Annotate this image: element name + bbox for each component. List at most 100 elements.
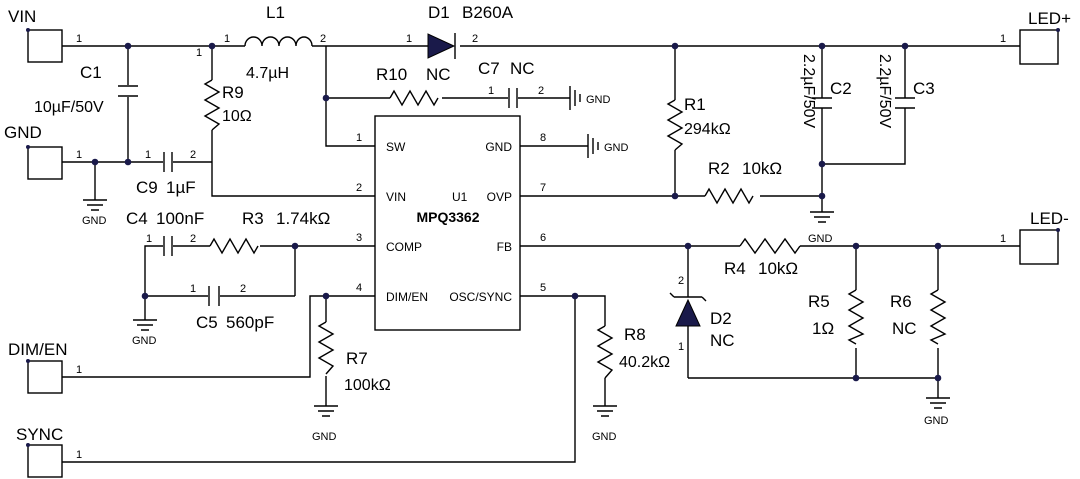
port-led-plus[interactable]: LED+ 1: [1000, 9, 1071, 65]
ic-pin-sw: SW: [386, 140, 406, 154]
svg-text:1: 1: [678, 341, 684, 353]
port-dim-en[interactable]: DIM/EN 1: [8, 340, 82, 394]
svg-text:2: 2: [356, 182, 362, 194]
svg-text:2: 2: [678, 275, 684, 287]
c3-value: 2.2µF/50V: [876, 54, 893, 128]
c3-ref: C3: [913, 79, 935, 98]
svg-text:4: 4: [356, 282, 362, 294]
port-gnd[interactable]: GND 1: [4, 123, 82, 180]
resistor-r6[interactable]: R6 NC: [890, 289, 947, 345]
d1-value: B260A: [462, 3, 514, 22]
ground-symbol-ic-gnd: GND: [587, 134, 629, 158]
c1-value: 10µF/50V: [34, 99, 104, 116]
ground-symbol-c7: GND: [569, 86, 611, 110]
port-led-minus-label: LED-: [1030, 209, 1069, 228]
r3-value: 1.74kΩ: [276, 209, 330, 228]
r7-ref: R7: [346, 349, 368, 368]
diode-d1[interactable]: D1 B260A 1 2: [406, 3, 514, 59]
ic-pin-fb: FB: [497, 240, 512, 254]
c7-ref: C7: [478, 59, 500, 78]
port-sync[interactable]: SYNC 1: [16, 425, 82, 478]
ic-pin-dim-en: DIM/EN: [386, 290, 428, 304]
resistor-r9[interactable]: R9 10Ω 1: [196, 47, 252, 131]
capacitor-c5[interactable]: C5 560pF 1 2: [190, 283, 274, 332]
svg-text:1: 1: [146, 233, 152, 245]
ground-symbol-led-minus: GND: [924, 397, 950, 427]
svg-text:1: 1: [76, 449, 82, 461]
port-led-minus[interactable]: LED- 1: [1000, 209, 1069, 265]
capacitor-c2[interactable]: C2 2.2µF/50V: [800, 54, 852, 128]
svg-text:1: 1: [406, 33, 412, 45]
r10-ref: R10: [376, 65, 407, 84]
r6-ref: R6: [890, 292, 912, 311]
r2-value: 10kΩ: [742, 159, 782, 178]
r3-ref: R3: [242, 209, 264, 228]
r1-ref: R1: [684, 95, 706, 114]
svg-text:1: 1: [224, 33, 230, 45]
ic-pin-gnd: GND: [485, 140, 512, 154]
ground-symbol-r8: GND: [592, 405, 617, 443]
r7-value: 100kΩ: [344, 377, 391, 394]
resistor-r7[interactable]: R7 100kΩ: [317, 321, 391, 394]
svg-text:2: 2: [190, 233, 196, 245]
svg-text:1: 1: [356, 132, 362, 144]
l1-value: 4.7µH: [246, 65, 289, 82]
c5-ref: C5: [196, 313, 218, 332]
svg-text:1: 1: [190, 283, 196, 295]
svg-text:GND: GND: [604, 142, 629, 154]
svg-text:5: 5: [540, 282, 546, 294]
ground-symbol-comp: GND: [132, 319, 157, 347]
port-sync-label: SYNC: [16, 425, 63, 444]
ic-pin-vin: VIN: [386, 190, 406, 204]
resistor-r5[interactable]: R5 1Ω: [808, 289, 865, 345]
c4-ref: C4: [126, 209, 148, 228]
resistor-r4[interactable]: R4 10kΩ: [724, 237, 801, 278]
svg-text:GND: GND: [592, 431, 617, 443]
ic-part-number: MPQ3362: [416, 209, 479, 225]
svg-text:1: 1: [76, 149, 82, 161]
c5-value: 560pF: [226, 313, 274, 332]
r8-value: 40.2kΩ: [619, 354, 670, 371]
d2-ref: D2: [710, 309, 732, 328]
r4-ref: R4: [724, 259, 746, 278]
c2-value: 2.2µF/50V: [800, 54, 817, 128]
ground-symbol-ovp: GND: [808, 211, 834, 245]
resistor-r3[interactable]: R3 1.74kΩ: [209, 209, 330, 255]
svg-text:1: 1: [488, 85, 494, 97]
svg-text:7: 7: [540, 182, 546, 194]
c9-value: 1µF: [166, 178, 196, 197]
port-vin[interactable]: VIN 1: [8, 7, 82, 63]
svg-text:2: 2: [190, 149, 196, 161]
r9-ref: R9: [222, 83, 244, 102]
inductor-l1[interactable]: L1 4.7µH 1 2: [224, 3, 326, 82]
port-led-plus-label: LED+: [1028, 9, 1071, 28]
svg-text:1: 1: [196, 47, 202, 59]
port-vin-label: VIN: [8, 7, 36, 26]
ic-u1[interactable]: SW VIN COMP DIM/EN GND OVP FB OSC/SYNC U…: [356, 115, 546, 331]
svg-text:3: 3: [356, 232, 362, 244]
resistor-r8[interactable]: R8 40.2kΩ: [596, 325, 670, 379]
capacitor-c4[interactable]: C4 100nF 1 2: [126, 209, 204, 256]
ic-ref: U1: [452, 190, 468, 204]
capacitor-c1[interactable]: C1 10µF/50V: [34, 63, 138, 116]
ground-symbol-r7: GND: [312, 405, 338, 443]
ic-pin-osc-sync: OSC/SYNC: [449, 290, 512, 304]
c4-value: 100nF: [156, 209, 204, 228]
resistor-r2[interactable]: R2 10kΩ: [704, 159, 782, 205]
d1-ref: D1: [428, 3, 450, 22]
zener-diode-d2[interactable]: D2 NC 2 1: [669, 275, 735, 353]
svg-text:GND: GND: [924, 415, 949, 427]
capacitor-c3[interactable]: C3 2.2µF/50V: [876, 54, 935, 128]
resistor-r10[interactable]: R10 NC: [376, 65, 451, 107]
capacitor-c7[interactable]: C7 NC 1 2: [478, 59, 544, 108]
svg-text:2: 2: [320, 33, 326, 45]
capacitor-c9[interactable]: C9 1µF 1 2: [136, 149, 196, 197]
port-gnd-label: GND: [4, 123, 42, 142]
svg-text:1: 1: [1000, 233, 1006, 245]
svg-text:1: 1: [76, 33, 82, 45]
svg-text:GND: GND: [586, 94, 611, 106]
l1-ref: L1: [266, 3, 285, 22]
resistor-r1[interactable]: R1 294kΩ: [666, 95, 731, 151]
svg-text:2: 2: [472, 33, 478, 45]
